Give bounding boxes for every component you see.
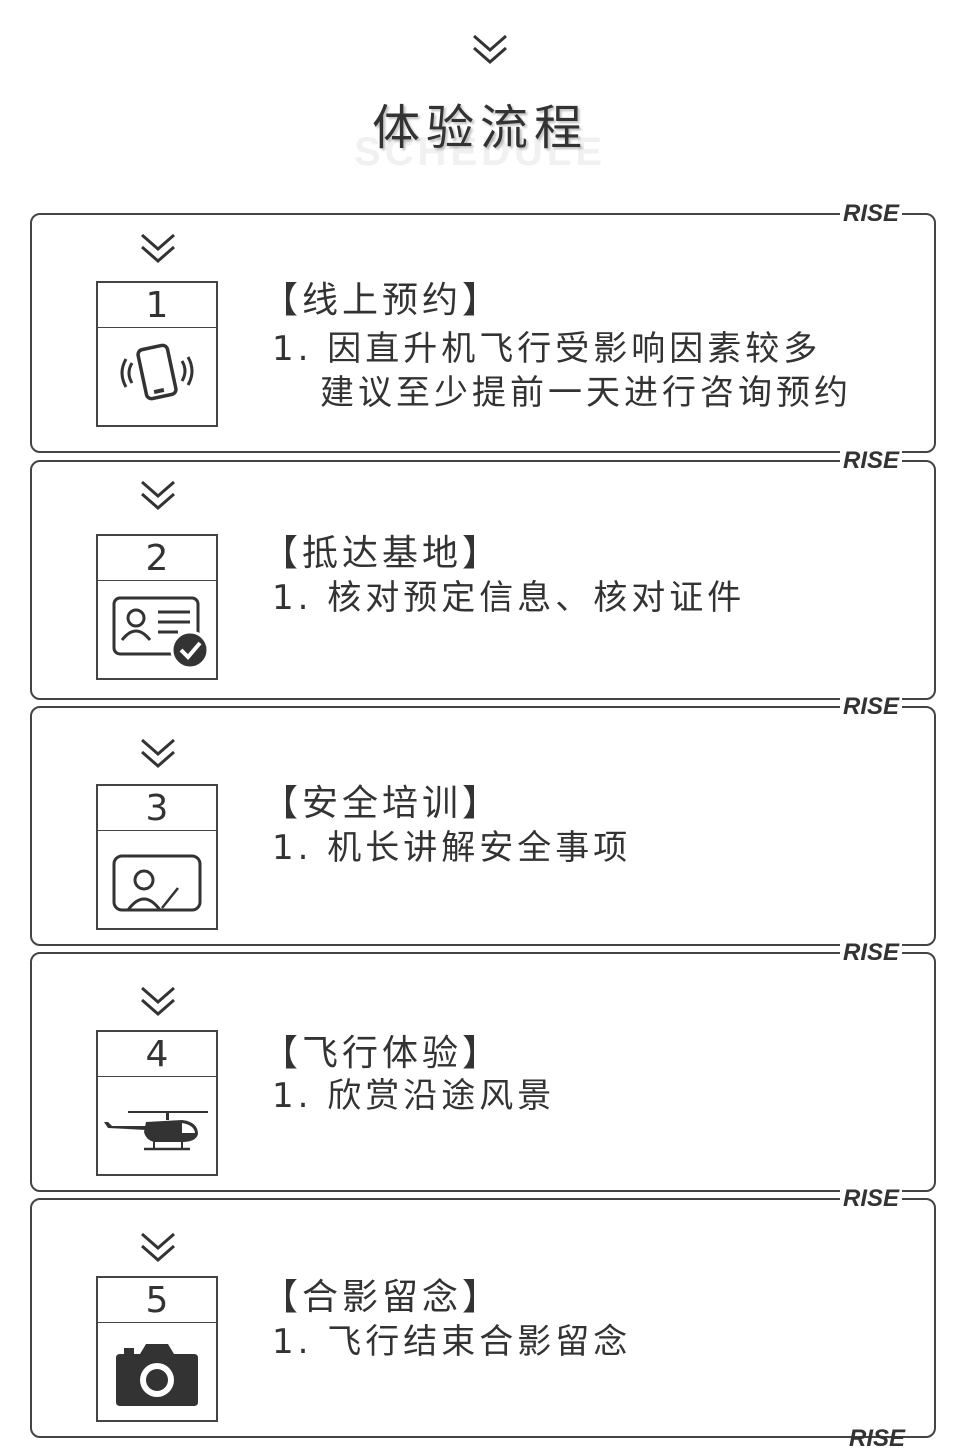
- rise-logo: RISE: [840, 938, 902, 964]
- step-badge: 4: [96, 1030, 218, 1176]
- step-number: 5: [98, 1278, 216, 1323]
- step-title: 【抵达基地】: [262, 533, 503, 574]
- rise-logo-text: RISE: [843, 939, 900, 964]
- rise-logo-text: RISE: [843, 693, 900, 718]
- rise-logo-text: RISE: [843, 200, 900, 225]
- chevron-down-icon: [138, 1228, 178, 1268]
- step-card-2: RISE 2 【抵达基地】 1. 核对预定信息、核对证件: [30, 446, 936, 700]
- chevron-down-icon: [138, 982, 178, 1022]
- step-title: 【飞行体验】: [262, 1033, 503, 1074]
- step-description-line: 1. 因直升机飞行受影响因素较多: [272, 329, 822, 369]
- step-card-4: RISE 4 【飞行体验】 1. 欣赏沿途风景: [30, 938, 936, 1192]
- camera-icon: [98, 1324, 216, 1420]
- step-description-line: 1. 机长讲解安全事项: [272, 828, 632, 868]
- step-title: 【安全培训】: [262, 783, 503, 824]
- title-watermark: SCHEDULE: [353, 130, 607, 174]
- step-card-5: RISE 5 【合影留念】 1. 飞行结束合影留念: [30, 1184, 936, 1438]
- rise-logo-text: RISE: [843, 1185, 900, 1210]
- step-title: 【合影留念】: [262, 1277, 503, 1318]
- rise-logo: RISE: [840, 199, 902, 225]
- rise-logo-text: RISE: [843, 447, 900, 472]
- step-description-line: 建议至少提前一天进行咨询预约: [320, 373, 852, 413]
- phone-vibrate-icon: [98, 329, 216, 425]
- page-title: 体验流程: [371, 100, 588, 156]
- step-title: 【线上预约】: [262, 280, 503, 321]
- rise-logo: RISE: [840, 692, 902, 718]
- step-number: 1: [98, 283, 216, 328]
- step-badge: 5: [96, 1276, 218, 1422]
- step-number: 2: [98, 536, 216, 581]
- step-description-line: 1. 欣赏沿途风景: [272, 1076, 556, 1116]
- step-badge: 2: [96, 534, 218, 680]
- rise-logo: RISE: [846, 1424, 908, 1450]
- chevron-down-icon: [138, 734, 178, 774]
- rise-logo: RISE: [840, 1184, 902, 1210]
- rise-logo: RISE: [840, 446, 902, 472]
- step-card-1: RISE 1 【线上预约】 1. 因直升机飞行受影响因素较多 建议至少提前一天进…: [30, 199, 936, 453]
- helicopter-icon: [98, 1078, 216, 1174]
- instructor-board-icon: [98, 832, 216, 928]
- step-description-line: 1. 飞行结束合影留念: [272, 1322, 632, 1362]
- step-badge: 3: [96, 784, 218, 930]
- chevron-down-icon: [138, 476, 178, 516]
- step-number: 3: [98, 786, 216, 831]
- step-number: 4: [98, 1032, 216, 1077]
- rise-logo-text: RISE: [849, 1425, 906, 1450]
- scroll-down-chevron-icon: [470, 30, 510, 70]
- step-card-3: RISE 3 【安全培训】 1. 机长讲解安全事项: [30, 692, 936, 946]
- step-description-line: 1. 核对预定信息、核对证件: [272, 578, 746, 618]
- chevron-down-icon: [138, 229, 178, 269]
- step-badge: 1: [96, 281, 218, 427]
- page-header: SCHEDULE 体验流程: [0, 88, 960, 178]
- id-card-check-icon: [98, 582, 216, 678]
